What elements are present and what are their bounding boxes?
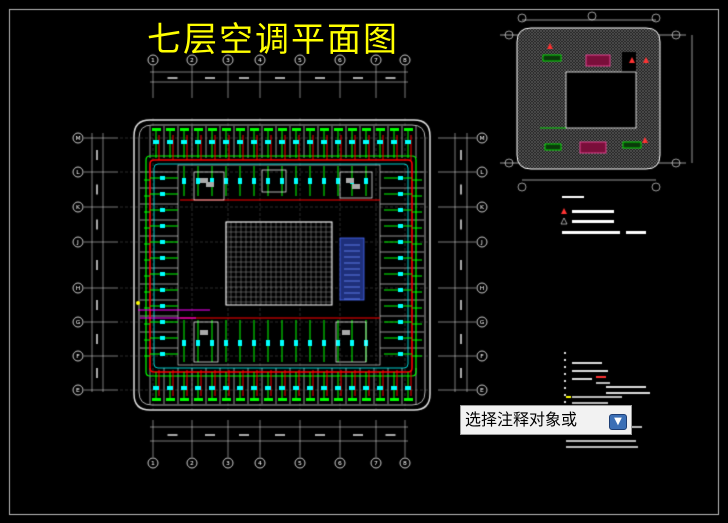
command-tooltip-text: 选择注释对象或 — [465, 410, 578, 429]
drawing-title: 七层空调平面图 — [147, 20, 399, 60]
command-tooltip[interactable]: 选择注释对象或 ▼ — [460, 405, 632, 435]
chevron-down-icon[interactable]: ▼ — [609, 414, 627, 430]
